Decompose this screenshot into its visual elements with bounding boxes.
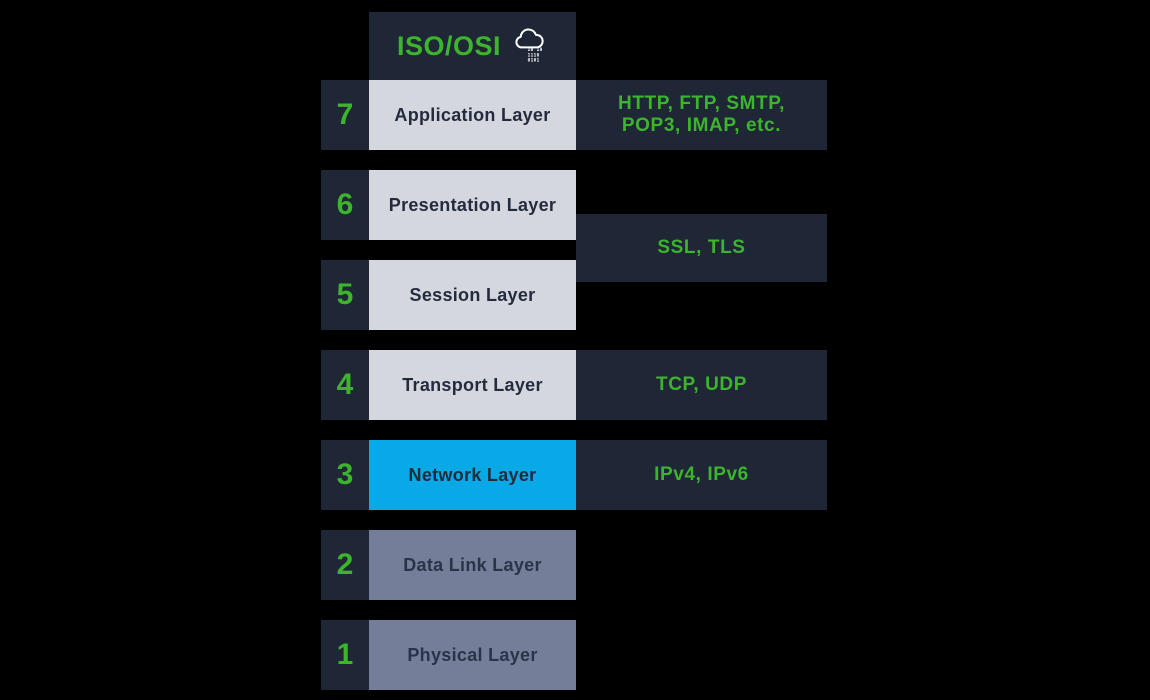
osi-row-4: 4 Transport Layer TCP, UDP — [321, 350, 827, 420]
osi-row-1: 1 Physical Layer — [321, 620, 827, 690]
diagram-title: ISO/OSI — [396, 30, 502, 61]
layer-box-presentation: Presentation Layer — [369, 170, 576, 240]
binary-digits-row1: 10 10 — [528, 47, 543, 53]
shared-protocol-box-ssl-tls: SSL, TLS — [576, 214, 827, 282]
osi-row-2: 2 Data Link Layer — [321, 530, 827, 600]
cloud-binary-icon: 10 10 1110 0101 — [515, 28, 544, 63]
layer-number-7: 7 — [321, 80, 369, 150]
diagram-header: ISO/OSI 10 10 1110 0101 — [369, 12, 576, 80]
layer-box-network: Network Layer — [369, 440, 576, 510]
layer-number-4: 4 — [321, 350, 369, 420]
layer-box-transport: Transport Layer — [369, 350, 576, 420]
layer-number-1: 1 — [321, 620, 369, 690]
layer-box-data-link: Data Link Layer — [369, 530, 576, 600]
layer-box-application: Application Layer — [369, 80, 576, 150]
protocols-transport: TCP, UDP — [655, 374, 748, 396]
layer-box-session: Session Layer — [369, 260, 576, 330]
osi-row-5: 5 Session Layer — [321, 260, 827, 330]
protocols-network: IPv4, IPv6 — [654, 464, 749, 486]
osi-row-3: 3 Network Layer IPv4, IPv6 — [321, 440, 827, 510]
layer-number-2: 2 — [321, 530, 369, 600]
osi-row-6: 6 Presentation Layer — [321, 170, 827, 240]
binary-digits-row3: 0101 — [528, 57, 540, 63]
layer-number-5: 5 — [321, 260, 369, 330]
layer-number-6: 6 — [321, 170, 369, 240]
protocols-application: HTTP, FTP, SMTP, POP3, IMAP, etc. — [618, 93, 785, 136]
binary-digits-row2: 1110 — [528, 52, 540, 58]
layer-number-3: 3 — [321, 440, 369, 510]
cloud-outline — [515, 28, 544, 49]
layer-box-physical: Physical Layer — [369, 620, 576, 690]
osi-row-7: 7 Application Layer HTTP, FTP, SMTP, POP… — [321, 80, 827, 150]
